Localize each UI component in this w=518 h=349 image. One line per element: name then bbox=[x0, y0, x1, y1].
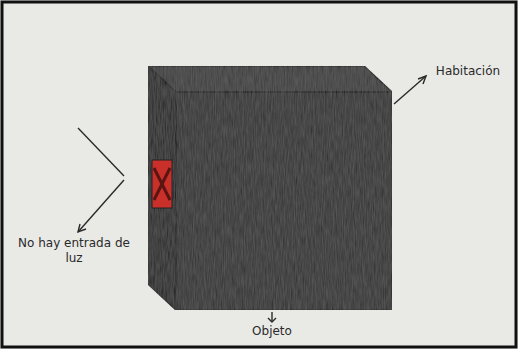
callout-label: Objeto bbox=[242, 324, 302, 339]
leader-line bbox=[394, 76, 426, 104]
arrow-head bbox=[78, 224, 86, 232]
arrow-head bbox=[418, 76, 426, 84]
leader-line bbox=[78, 180, 124, 232]
window-cross bbox=[152, 160, 172, 208]
cube bbox=[148, 66, 392, 310]
leader-line bbox=[78, 128, 124, 176]
arrow-head bbox=[268, 318, 276, 322]
red-patch bbox=[152, 160, 172, 208]
cross-mark bbox=[154, 168, 170, 200]
cube-top bbox=[148, 66, 392, 92]
callout-label: Habitación bbox=[428, 64, 508, 79]
cube-left bbox=[148, 66, 176, 310]
cube-front bbox=[176, 92, 392, 310]
leader-lines bbox=[78, 76, 426, 322]
leader-line bbox=[271, 312, 272, 322]
callout-label: No hay entrada de luz bbox=[14, 236, 134, 266]
